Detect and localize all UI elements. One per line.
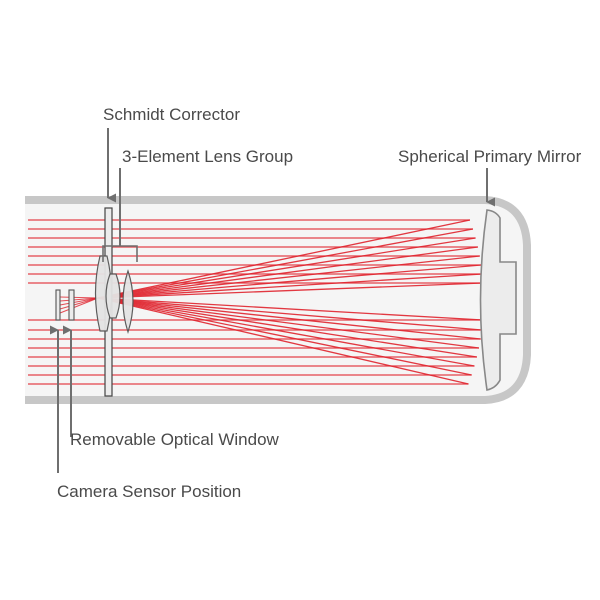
reflected-ray (97, 297, 472, 376)
reflected-ray (97, 297, 469, 385)
optical-window-label: Removable Optical Window (70, 430, 280, 449)
lens-element-1 (94, 255, 113, 332)
camera-sensor (55, 289, 61, 321)
focused-ray (59, 297, 99, 314)
focused-ray (59, 297, 99, 306)
lens-element-2 (105, 273, 121, 319)
lens-element-3 (122, 269, 134, 334)
optical-window (68, 289, 75, 321)
focused-ray (59, 297, 99, 310)
reflected-ray (97, 282, 484, 299)
reflected-ray (97, 297, 483, 331)
reflected-ray (97, 228, 474, 299)
focused-ray (59, 297, 99, 302)
reflected-ray (97, 297, 477, 358)
camera-sensor-label: Camera Sensor Position (57, 482, 241, 501)
reflected-ray (97, 297, 475, 367)
reflected-ray (97, 297, 481, 340)
primary-mirror (479, 209, 517, 391)
focused-ray (59, 296, 99, 299)
schmidt-corrector-label: Schmidt Corrector (103, 105, 240, 124)
reflected-ray (97, 297, 484, 321)
reflected-ray (97, 273, 483, 299)
primary-mirror-label: Spherical Primary Mirror (398, 147, 582, 166)
reflected-ray (97, 264, 482, 299)
reflected-ray (97, 237, 476, 299)
reflected-ray (97, 297, 480, 349)
reflected-ray (97, 255, 480, 299)
reflected-ray (97, 219, 471, 299)
lens-group-label: 3-Element Lens Group (122, 147, 293, 166)
light-rays (28, 219, 484, 385)
